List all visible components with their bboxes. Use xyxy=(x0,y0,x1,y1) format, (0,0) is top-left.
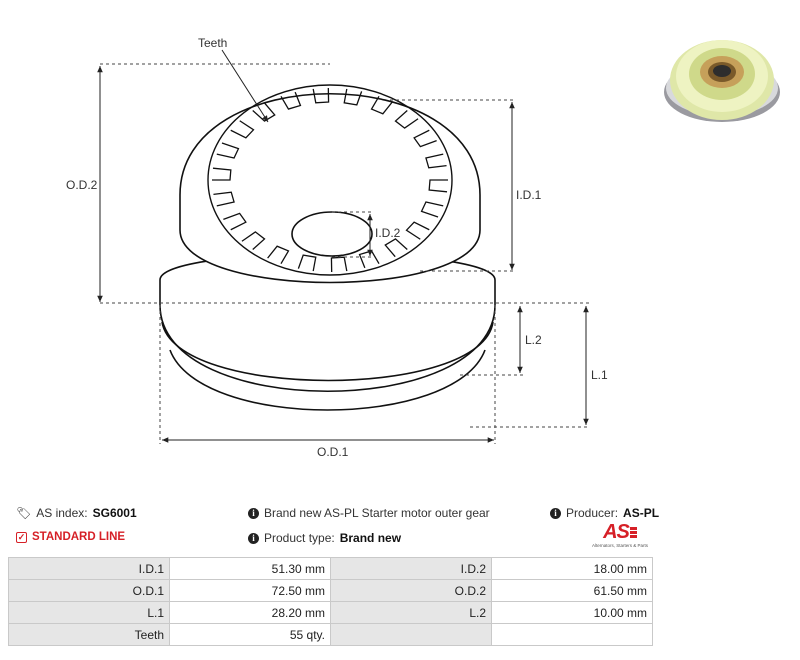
producer-row: i Producer: AS-PL xyxy=(550,506,659,520)
as-pl-logo: AS Alternators, Starters & Parts xyxy=(588,522,652,548)
gear-tooth xyxy=(420,201,444,218)
spec-key: I.D.2 xyxy=(330,557,492,580)
product-photo xyxy=(664,40,780,122)
spec-key: I.D.1 xyxy=(8,557,170,580)
gear-tooth xyxy=(405,221,430,240)
gear-tooth xyxy=(384,238,408,258)
spec-key: O.D.2 xyxy=(330,579,492,602)
internal-teeth xyxy=(212,87,448,273)
as-index-value: SG6001 xyxy=(92,506,137,520)
dimension-lines xyxy=(97,49,590,444)
spec-value: 72.50 mm xyxy=(169,579,331,602)
gear-tooth xyxy=(343,88,363,106)
info-icon: i xyxy=(550,507,561,519)
gear-tooth xyxy=(330,256,348,273)
spec-value: 55 qty. xyxy=(169,623,331,646)
gear-tooth xyxy=(428,179,448,193)
gear-tooth xyxy=(394,109,419,129)
info-icon: i xyxy=(248,507,259,519)
gear-tooth xyxy=(297,254,317,272)
spec-value: 10.00 mm xyxy=(491,601,653,624)
od2-label: O.D.2 xyxy=(66,178,98,192)
spec-key xyxy=(330,623,492,646)
gear-tooth xyxy=(223,212,247,231)
gear-bore xyxy=(291,211,373,257)
as-index-label: AS index: xyxy=(36,506,88,520)
product-type-value: Brand new xyxy=(339,531,402,545)
gear-tooth xyxy=(312,87,330,104)
as-index-row: 🏷︎ AS index: SG6001 xyxy=(16,506,137,520)
spec-value: 18.00 mm xyxy=(491,557,653,580)
info-icon: i xyxy=(248,532,259,544)
spec-key: L.2 xyxy=(330,601,492,624)
gear-tooth xyxy=(230,120,255,139)
gear-upper-cylinder xyxy=(179,84,481,284)
description-row: i Brand new AS-PL Starter motor outer ge… xyxy=(248,506,490,520)
spec-key: L.1 xyxy=(8,601,170,624)
spec-key: Teeth xyxy=(8,623,170,646)
spec-value xyxy=(491,623,653,646)
od1-label: O.D.1 xyxy=(317,445,349,459)
id2-label: I.D.2 xyxy=(375,226,401,240)
check-square-icon: ✓ xyxy=(16,531,27,543)
gear-tooth xyxy=(267,245,290,265)
spec-value: 61.50 mm xyxy=(491,579,653,602)
product-type-row: i Product type: Brand new xyxy=(248,531,401,545)
standard-line-row: ✓ STANDARD LINE xyxy=(16,531,125,543)
logo-subtitle: Alternators, Starters & Parts xyxy=(591,543,649,548)
gear-tooth xyxy=(358,250,380,269)
product-type-label: Product type: xyxy=(264,531,335,545)
producer-label: Producer: xyxy=(566,506,619,520)
gear-tooth xyxy=(213,191,235,207)
id1-label: I.D.1 xyxy=(516,188,542,202)
gear-tooth xyxy=(252,102,276,122)
gear-tooth xyxy=(212,167,232,181)
tag-icon: 🏷︎ xyxy=(16,506,32,520)
spec-key: O.D.1 xyxy=(8,579,170,602)
gear-tooth xyxy=(216,142,240,159)
spec-value: 51.30 mm xyxy=(169,557,331,580)
producer-value: AS-PL xyxy=(623,506,660,520)
product-description: Brand new AS-PL Starter motor outer gear xyxy=(264,506,490,520)
spec-value: 28.20 mm xyxy=(169,601,331,624)
gear-tooth xyxy=(370,95,393,115)
gear-tooth xyxy=(413,129,437,148)
gear-tooth xyxy=(241,231,266,251)
l2-label: L.2 xyxy=(525,333,542,347)
gear-technical-drawing: Teeth O.D.2 I.D.1 I.D.2 L.2 L.1 O.D.1 xyxy=(66,36,608,459)
standard-line-label: STANDARD LINE xyxy=(32,531,126,543)
gear-tooth xyxy=(425,153,447,169)
l1-label: L.1 xyxy=(591,368,608,382)
logo-text: AS xyxy=(603,521,630,543)
gear-tooth xyxy=(280,91,302,110)
teeth-label: Teeth xyxy=(198,36,227,50)
